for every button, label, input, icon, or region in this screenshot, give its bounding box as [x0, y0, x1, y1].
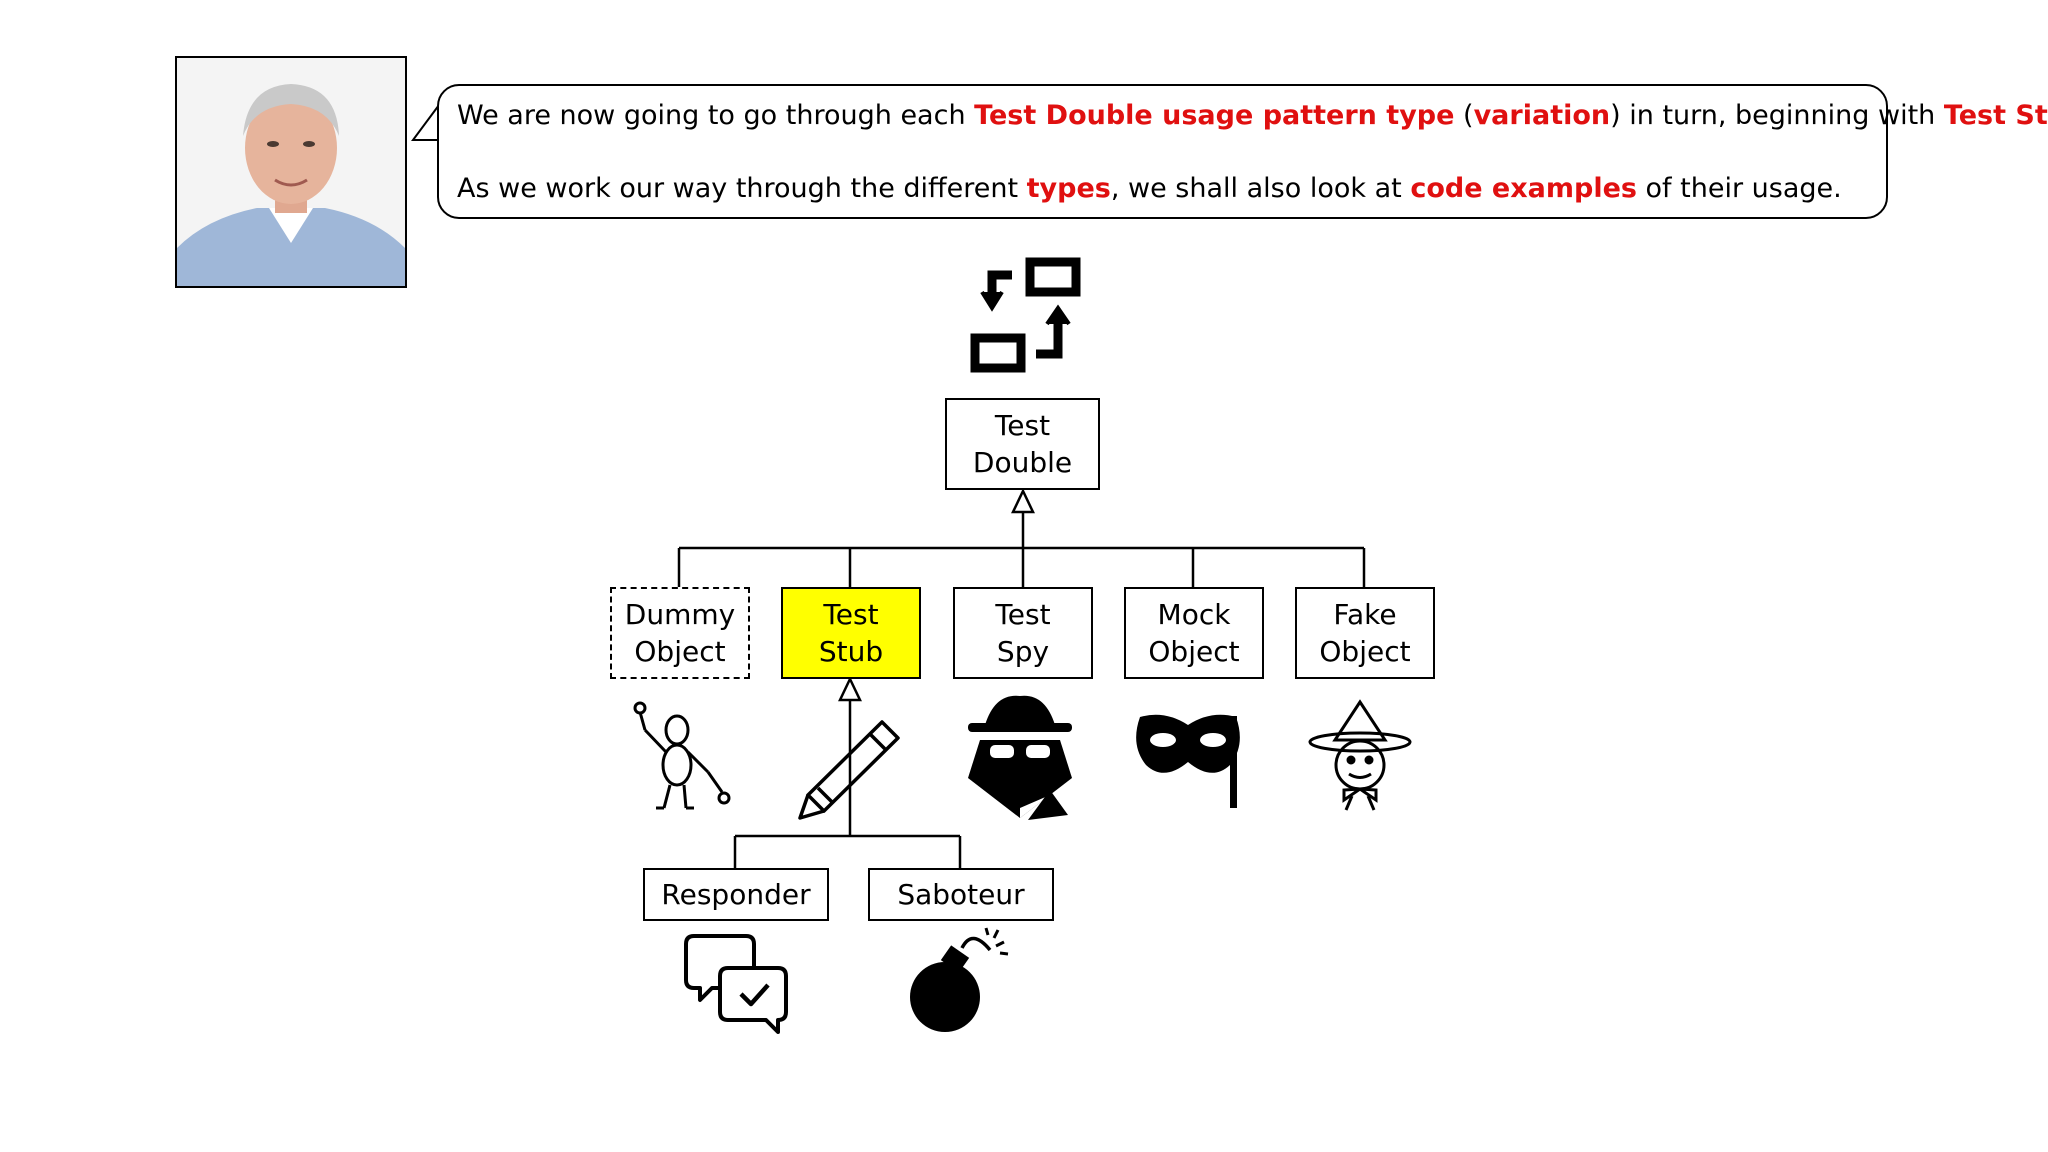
speech-text: We are now going to go through each [457, 100, 975, 131]
pencil-icon [798, 720, 900, 820]
speech-text: , we shall also look at [1110, 173, 1411, 204]
speech-text: As we work our way through the different [457, 173, 1027, 204]
highlight-text: types [1026, 173, 1111, 204]
speech-bubble-tail [411, 104, 440, 141]
highlight-text: code examples [1410, 173, 1637, 204]
speech-text: ) in turn, beginning with [1610, 100, 1944, 131]
spy-icon [968, 695, 1072, 820]
saboteur-box: Saboteur [868, 868, 1054, 921]
responder-box: Responder [643, 868, 829, 921]
mask-icon [1136, 714, 1240, 808]
test-double-box: Test Double [945, 398, 1100, 490]
test-spy-box: Test Spy [953, 587, 1093, 679]
speech-line-1: We are now going to go through each Test… [457, 102, 2048, 129]
fake-object-box: Fake Object [1295, 587, 1435, 679]
speech-line-2: As we work our way through the different… [457, 175, 1842, 202]
chat-check-icon [684, 934, 788, 1034]
test-stub-box: Test Stub [781, 587, 921, 679]
dummy-object-box: Dummy Object [610, 587, 750, 679]
speech-text: of their usage. [1636, 173, 1842, 204]
speech-bubble [437, 84, 1888, 219]
highlight-text: Test Double usage pattern type [974, 100, 1455, 131]
bomb-icon [910, 927, 1009, 1032]
presenter-photo [175, 56, 407, 288]
inheritance-arrow-root [1011, 488, 1035, 514]
scarecrow-icon [1308, 699, 1412, 811]
highlight-text: Test Stub [1943, 100, 2048, 131]
inheritance-arrow-stub [838, 676, 862, 702]
highlight-text: variation [1473, 100, 1611, 131]
hierarchy-connectors [677, 510, 1366, 868]
swap-icon [970, 257, 1081, 373]
speech-text: ( [1454, 100, 1474, 131]
mock-object-box: Mock Object [1124, 587, 1264, 679]
mannequin-icon [633, 701, 731, 810]
